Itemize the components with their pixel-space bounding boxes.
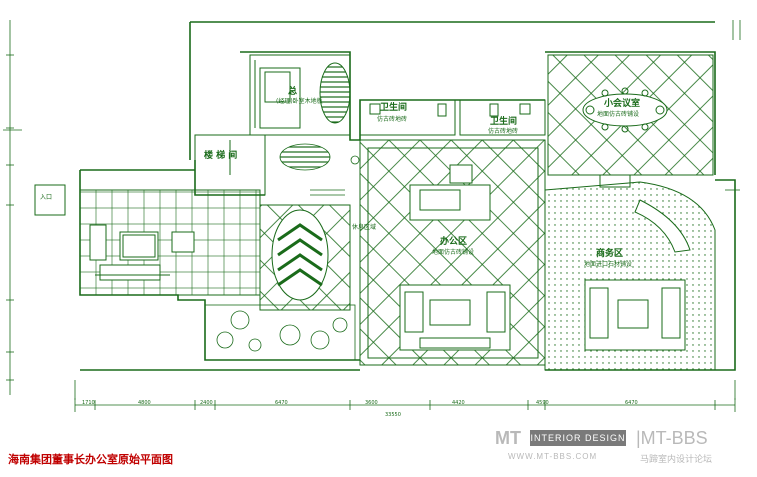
office-area-title: 办公区 [440,237,468,247]
meeting-room-subtitle: 地面仿古砖铺设 [597,111,640,118]
toilet-2-title: 卫生间 [490,117,518,127]
entry-hall [259,204,351,311]
watermark-bbs: |MT-BBS [636,428,708,448]
dimension-7: 4590 [536,400,549,406]
watermark-mt: MT [495,428,521,448]
right-ticks [725,20,741,191]
round-rug-corridor [279,143,360,196]
business-area [544,181,716,371]
watermark-interior-design: INTERIOR DESIGN [530,430,626,446]
bottom-dimension-line [74,380,736,412]
left-dimension-ruler [3,20,22,395]
watermark-url: WWW.MT-BBS.COM [508,452,598,461]
entry-label: 入口 [40,194,53,201]
dimension-8: 6470 [625,400,638,406]
stair-room [194,134,266,196]
business-area-title: 商务区 [596,249,624,259]
toilet-2-subtitle: 仿古砖地砖 [488,128,519,135]
dimension-2: 4800 [138,400,151,406]
toilets [359,99,546,136]
watermark-forum-name: 马蹄室内设计论坛 [640,455,713,465]
toilet-1-subtitle: 仿古砖地砖 [377,116,408,123]
gm-room-title: 总 [288,87,298,97]
dimension-4: 6470 [275,400,288,406]
dimension-total: 33550 [385,412,401,418]
toilet-1-title: 卫生间 [380,103,408,113]
business-area-subtitle: 地面进口石材铺设 [584,261,633,268]
meeting-room-title: 小会议室 [604,99,641,109]
office-area [359,139,546,366]
garden [204,304,356,361]
dimension-5: 3600 [365,400,378,406]
meeting-room [547,54,714,188]
dimension-3: 2400 [200,400,213,406]
lobby-label: 休息区域 [352,224,377,231]
lounge-grid [34,184,261,296]
room-gm [249,54,351,136]
drawing-caption: 海南集团董事长办公室原始平面图 [8,453,173,466]
dimension-6: 4420 [452,400,465,406]
dimension-1: 1710 [82,400,95,406]
office-area-subtitle: 地面仿古砖铺设 [432,249,475,256]
gm-room-subtitle: (经理)卧室木地板 [276,98,323,105]
stair-room-title: 楼 梯 间 [204,151,238,161]
